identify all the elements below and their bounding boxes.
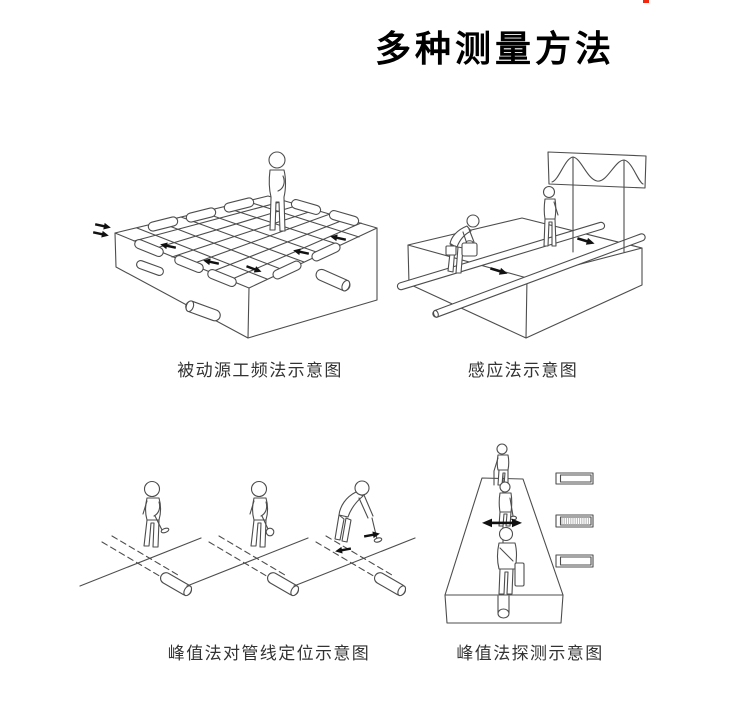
signal-bar-strong-middle xyxy=(555,514,594,528)
pipes xyxy=(136,260,351,322)
waveform-panel xyxy=(547,151,647,253)
signal-bars xyxy=(555,472,594,568)
peak-locating-illustration xyxy=(79,480,416,597)
bent-person-figure xyxy=(445,214,480,274)
current-arrows xyxy=(92,222,347,273)
person-figure xyxy=(268,151,287,232)
figure-caption-peak-detection: 峰值法探测示意图 xyxy=(456,644,604,663)
sweep-double-arrow xyxy=(482,518,522,528)
artifact-red-dot xyxy=(643,0,649,3)
vignette-3 xyxy=(293,480,416,597)
current-arrows xyxy=(490,237,595,275)
grid-lines xyxy=(133,200,362,281)
pipe-cylinder xyxy=(373,572,407,597)
figure-caption-induction: 感应法示意图 xyxy=(467,361,579,380)
figure-passive-source xyxy=(55,140,385,355)
surveyor-figure xyxy=(142,480,170,548)
page-title: 多种测量方法 xyxy=(375,28,616,69)
buried-pipe xyxy=(497,595,510,619)
figure-induction xyxy=(395,140,660,345)
figure-peak-detection xyxy=(420,428,655,643)
peak-detection-illustration xyxy=(444,443,594,624)
transmitter-case xyxy=(461,240,478,257)
bottom-person-figure xyxy=(496,526,525,595)
middle-person-figure xyxy=(498,481,518,527)
edge-capsules xyxy=(134,197,360,287)
signal-bar-weak-bottom xyxy=(555,554,594,568)
vignette-2 xyxy=(186,480,309,597)
pipe-cylinder xyxy=(266,572,300,597)
figure-peak-locating xyxy=(75,460,416,630)
top-person-figure xyxy=(493,443,510,486)
induction-illustration xyxy=(396,151,647,339)
small-box xyxy=(445,245,457,256)
figure-caption-passive-source: 被动源工频法示意图 xyxy=(177,361,343,380)
signal-bar-weak-top xyxy=(555,472,594,485)
pipe-cylinder xyxy=(159,572,193,597)
bent-surveyor-figure xyxy=(334,480,383,543)
passive-source-illustration xyxy=(92,151,378,339)
surveyor-figure xyxy=(249,480,275,548)
receiver-case xyxy=(514,562,525,587)
slab-with-grid xyxy=(114,195,378,339)
standing-person-figure xyxy=(542,185,559,247)
sweep-arrows xyxy=(335,531,380,554)
figure-caption-peak-locating: 峰值法对管线定位示意图 xyxy=(167,644,371,663)
panel-poles xyxy=(572,156,625,253)
vignette-1 xyxy=(79,480,202,597)
